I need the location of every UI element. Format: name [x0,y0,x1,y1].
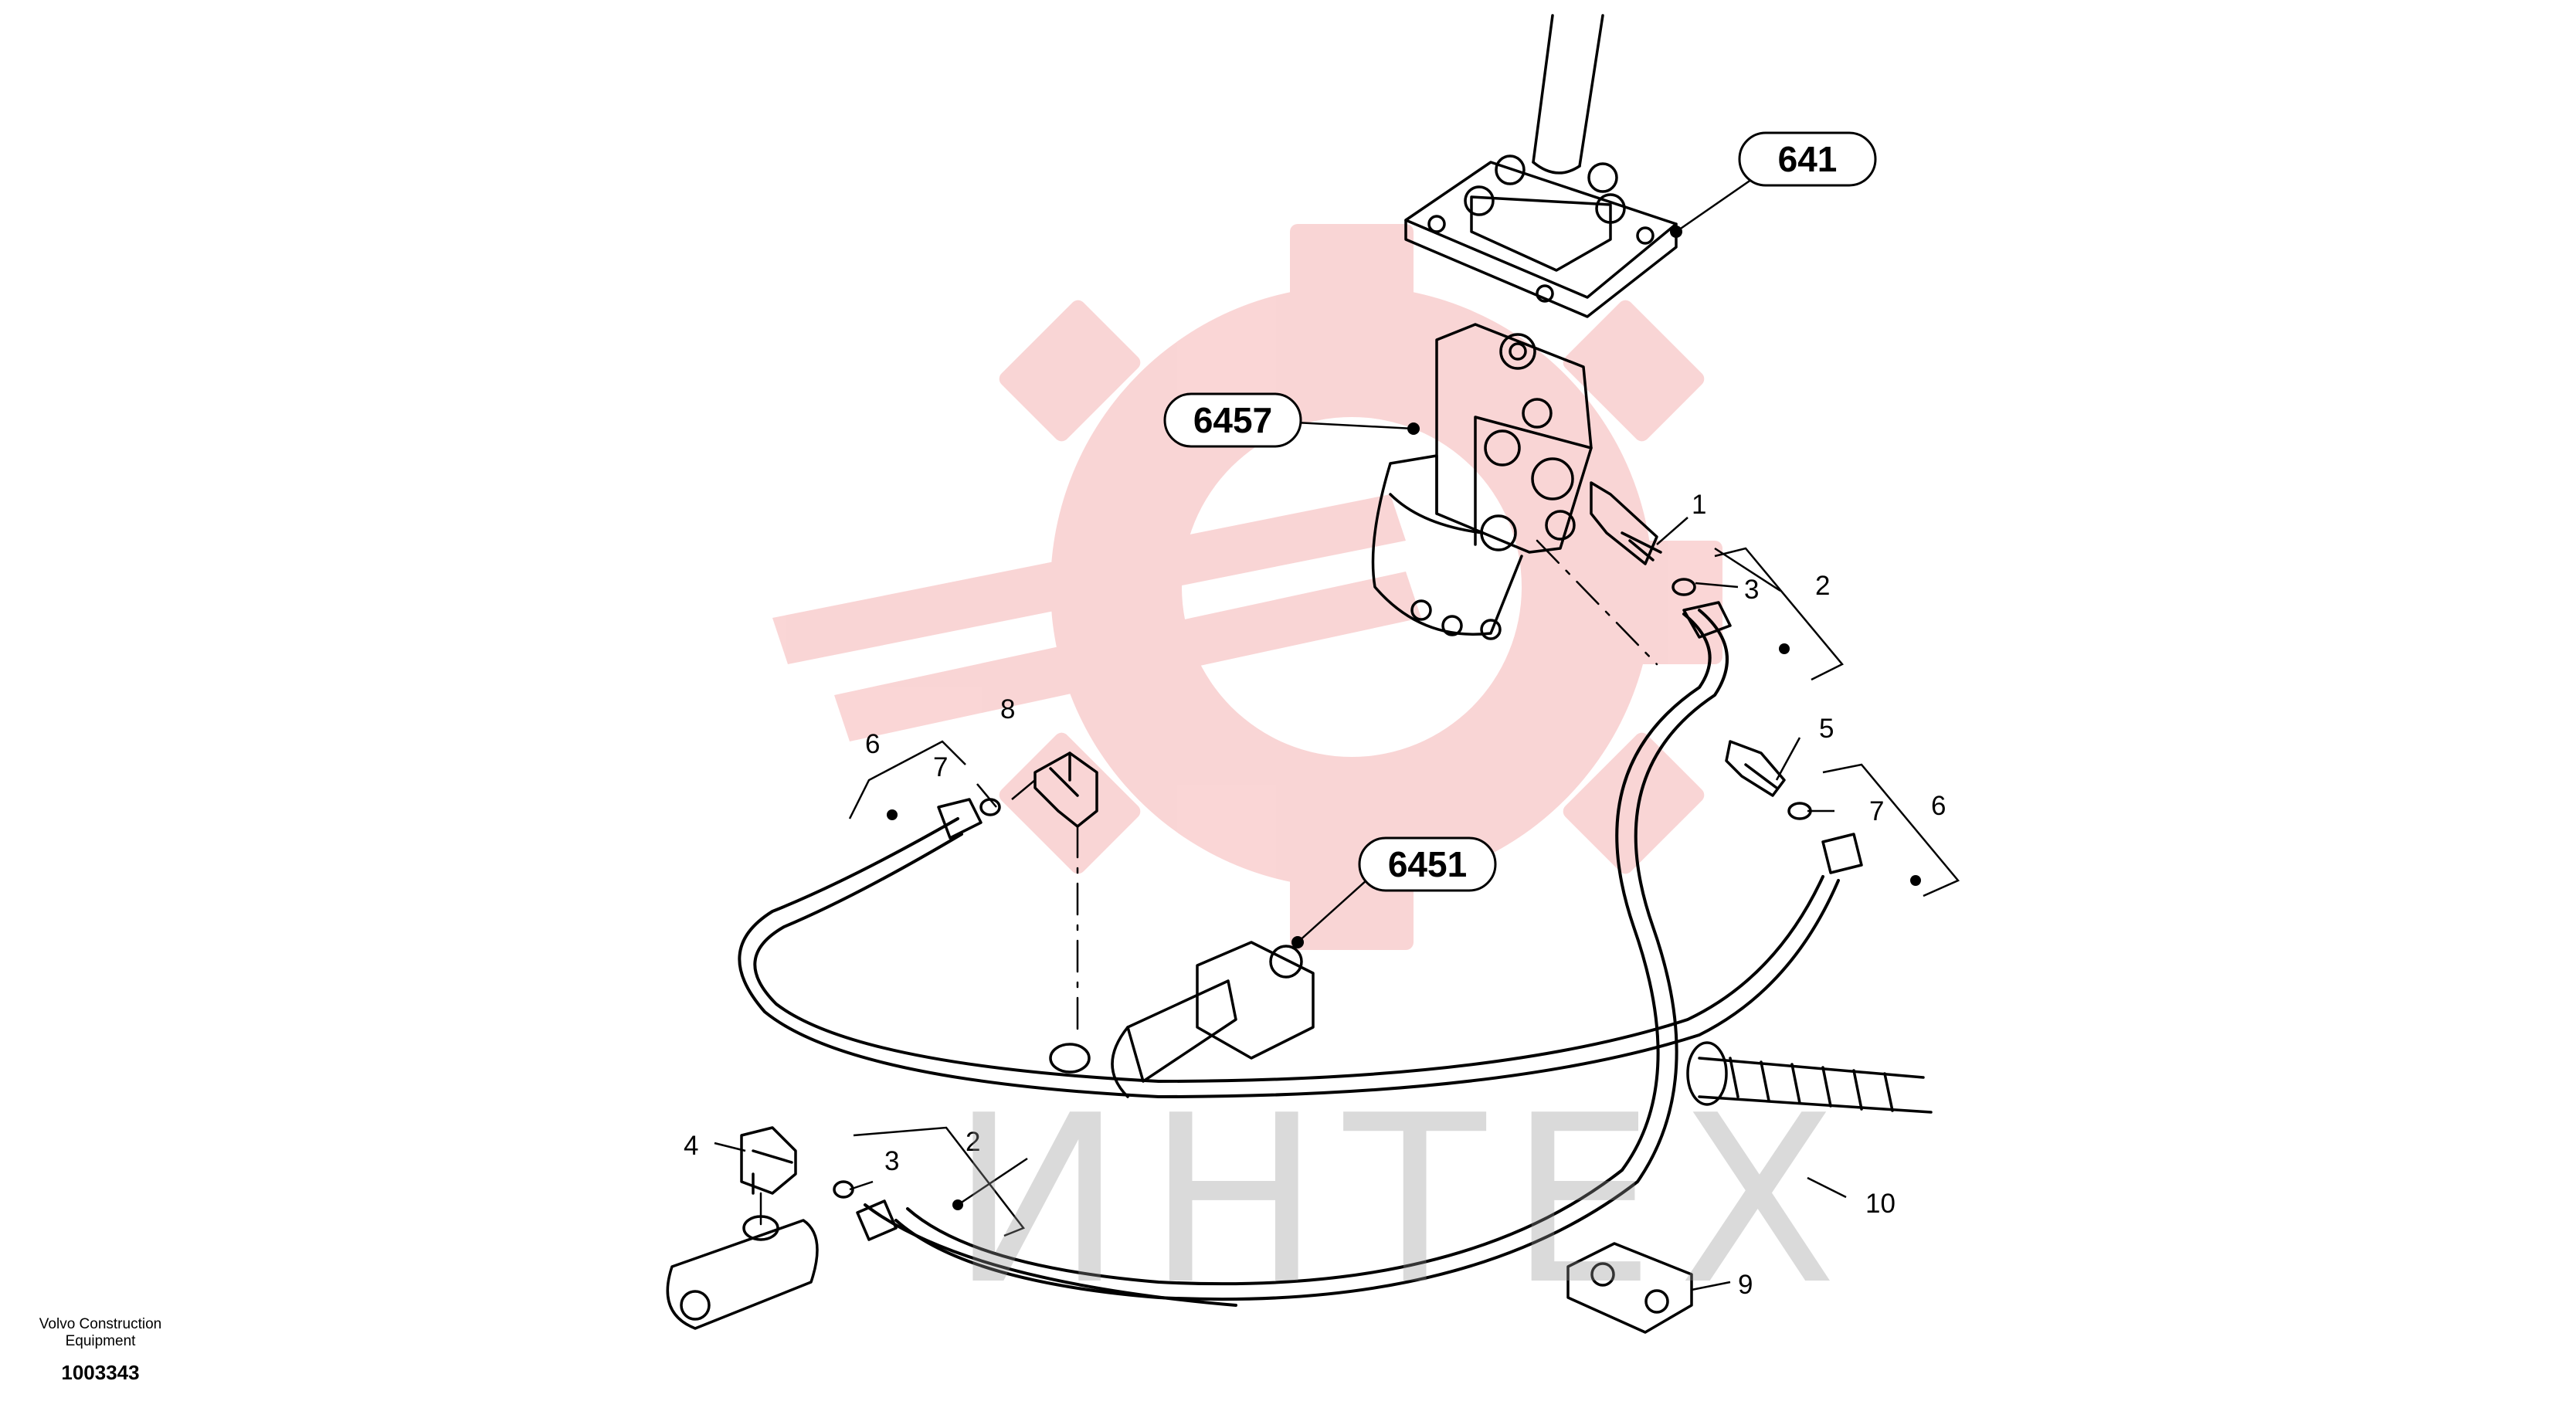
o-ring-3-lower [833,1180,854,1199]
footer-brand-block: Volvo Construction Equipment 1003343 [23,1316,178,1385]
elbow-fitting-4 [740,1126,797,1195]
part-label-9: 9 [1738,1270,1753,1300]
steering-valve-6457 [1371,323,1593,640]
brand-line-1: Volvo Construction [39,1316,162,1332]
adapter-fitting-1 [1590,481,1662,565]
part-label-3-upper: 3 [1744,575,1759,605]
ref-label-641: 641 [1778,139,1838,179]
ref-badge-6451[interactable]: 6451 [1358,836,1497,892]
part-label-2-upper: 2 [1815,571,1830,601]
document-number: 1003343 [61,1361,140,1384]
part-label-5: 5 [1819,714,1834,744]
part-label-7-left: 7 [933,752,948,782]
part-label-3-lower: 3 [884,1146,899,1176]
watermark-text: ИНТЕХ [950,1066,1861,1335]
elbow-fitting-8 [1033,751,1098,828]
part-label-8: 8 [1000,694,1015,724]
hose-2-lower [856,1199,1237,1307]
o-ring-7-left [979,798,1001,816]
center-lines [759,539,1658,1230]
column-mounting-plate [1404,154,1678,318]
brand-line-2: Equipment [65,1333,136,1349]
part-label-1: 1 [1692,490,1706,520]
clamp-9 [1566,1242,1693,1334]
o-ring-7-right [1787,802,1812,820]
part-label-4: 4 [684,1131,698,1161]
ref-label-6451: 6451 [1388,844,1467,884]
part-label-7-right: 7 [1869,796,1884,826]
o-ring-3-upper [1672,578,1696,596]
ref-badge-641[interactable]: 641 [1738,131,1877,187]
steering-column [1532,14,1604,175]
adapter-fitting-5 [1725,740,1786,797]
part-label-6-right: 6 [1931,791,1946,821]
leader-dots [887,226,1921,1210]
part-label-6-left: 6 [865,729,880,759]
part-label-2-lower: 2 [966,1127,980,1157]
spiral-guard-10 [1686,1041,1933,1114]
part-label-10: 10 [1865,1189,1896,1219]
hose-2-upper [894,601,1732,1301]
ref-badge-6457[interactable]: 6457 [1163,392,1302,448]
ref-label-6457: 6457 [1193,400,1272,440]
hose-6-left [738,798,1863,1098]
steering-cylinder-6451 [666,941,1315,1330]
